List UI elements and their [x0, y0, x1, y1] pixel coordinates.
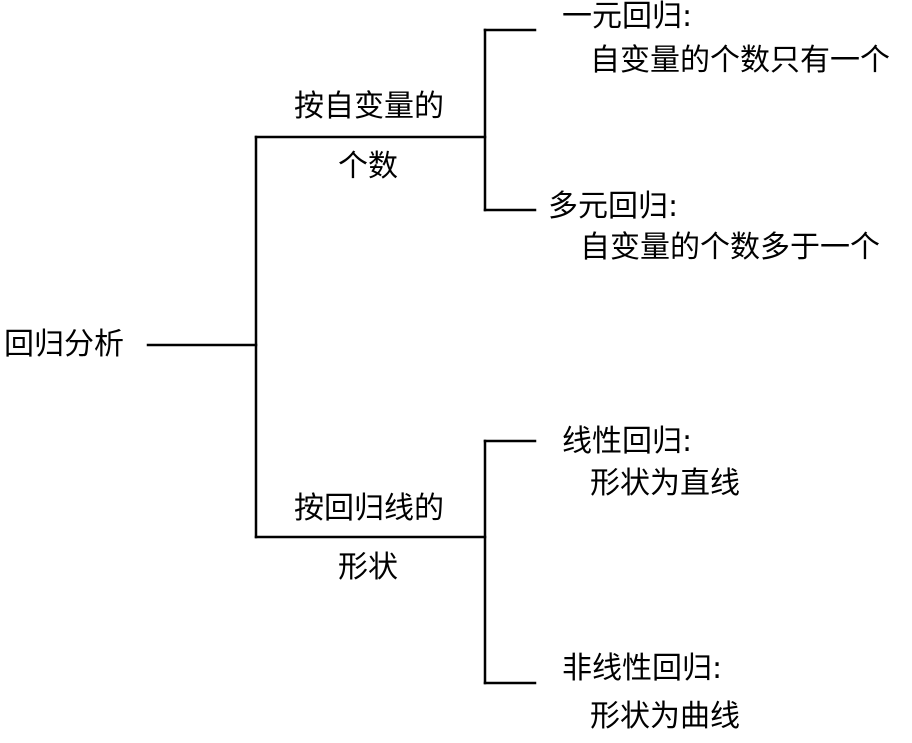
leaf-linear-regression-desc: 形状为直线	[590, 466, 740, 501]
leaf-nonlinear-regression-title: 非线性回归:	[562, 651, 723, 686]
leaf-multiple-regression-desc: 自变量的个数多于一个	[580, 230, 880, 265]
branch-shape-label-line1: 按回归线的	[294, 491, 444, 526]
leaf-nonlinear-regression-desc: 形状为曲线	[590, 699, 740, 734]
leaf-simple-regression-title: 一元回归:	[562, 0, 693, 34]
leaf-linear-regression-title: 线性回归:	[562, 424, 693, 459]
leaf-simple-regression-desc: 自变量的个数只有一个	[590, 43, 890, 78]
branch-count-label-line2: 个数	[338, 149, 398, 184]
root-node-label: 回归分析	[4, 327, 124, 362]
branch-count-label-line1: 按自变量的	[294, 89, 444, 124]
leaf-multiple-regression-title: 多元回归:	[548, 189, 679, 224]
branch-shape-label-line2: 形状	[338, 550, 398, 585]
